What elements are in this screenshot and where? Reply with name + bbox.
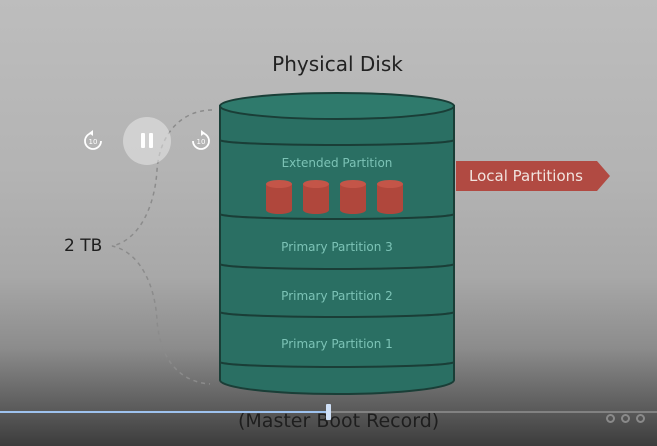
separator-primary-2 (219, 311, 455, 318)
progress-bar-fill (0, 411, 329, 413)
primary-partition-3-label: Primary Partition 3 (281, 240, 393, 254)
local-partitions-tag: Local Partitions (456, 161, 610, 191)
separator-extended (219, 213, 455, 220)
rewind-10-icon: 10 (84, 130, 102, 150)
slide-title: Physical Disk (272, 52, 403, 76)
disk-cylinder (219, 105, 455, 395)
logical-drive (266, 180, 292, 214)
separator-primary-1 (219, 361, 455, 368)
forward-10-icon: 10 (192, 130, 210, 150)
master-boot-record-label: (Master Boot Record) (238, 410, 440, 432)
extended-partition-label: Extended Partition (281, 156, 393, 170)
primary-partition-2-label: Primary Partition 2 (281, 289, 393, 303)
disk-top (219, 92, 455, 120)
logical-drive (377, 180, 403, 214)
logical-drive (340, 180, 366, 214)
disk-size-label: 2 TB (64, 236, 103, 256)
logical-drives (266, 180, 403, 214)
more-options-button[interactable] (606, 412, 648, 426)
rewind-10-button[interactable]: 10 (82, 130, 104, 152)
separator-top (219, 139, 455, 146)
local-partitions-label: Local Partitions (469, 167, 583, 185)
forward-10-button[interactable]: 10 (190, 130, 212, 152)
rewind-seconds: 10 (89, 138, 98, 146)
pause-button[interactable] (123, 117, 171, 165)
forward-seconds: 10 (197, 138, 206, 146)
logical-drive (303, 180, 329, 214)
local-partitions-arrow (456, 161, 610, 191)
progress-handle[interactable] (325, 404, 331, 420)
separator-primary-3 (219, 263, 455, 270)
primary-partition-1-label: Primary Partition 1 (281, 337, 393, 351)
